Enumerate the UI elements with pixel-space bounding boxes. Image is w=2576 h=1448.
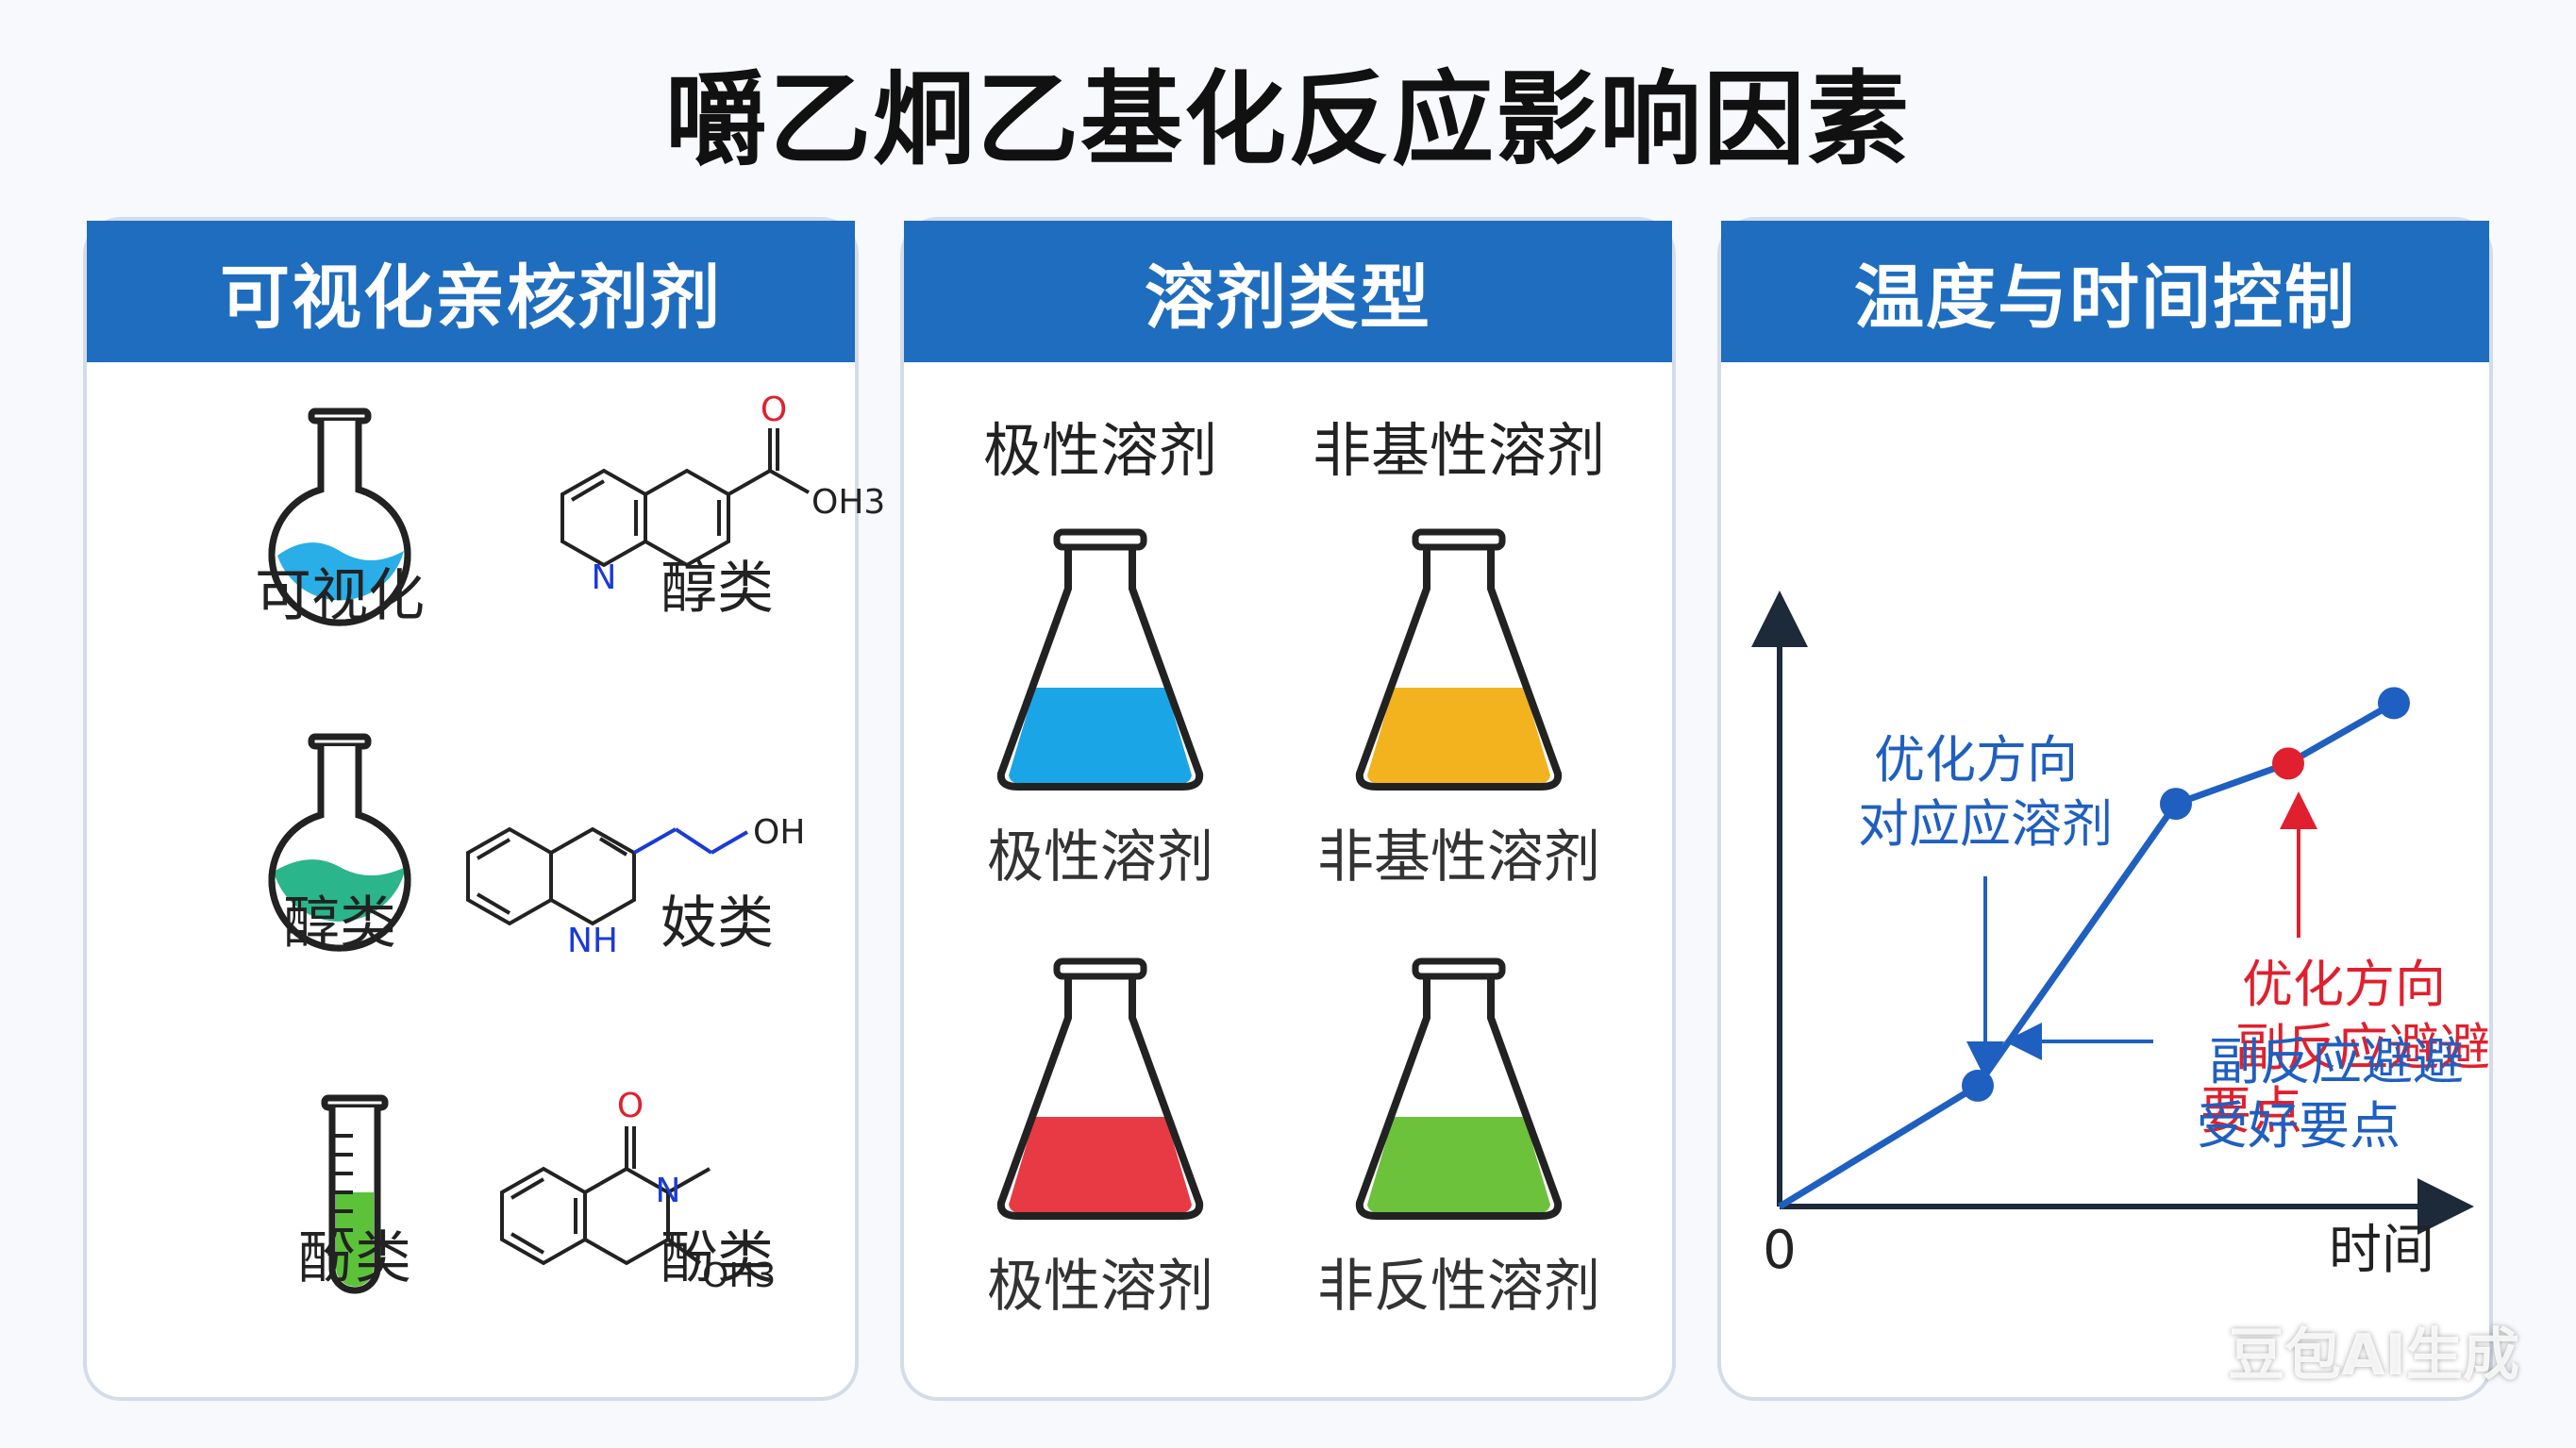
item-label: 妓类 (661, 890, 774, 957)
flask-rim (1053, 957, 1147, 980)
data-point (2160, 788, 2192, 821)
flask-liquid (1009, 1117, 1192, 1214)
atom-oh3: OH3 (702, 1257, 776, 1295)
flask-outline (1355, 974, 1563, 1220)
side-chain (633, 827, 749, 855)
quinoline-acid-structure (560, 428, 810, 568)
item-label: 醇类 (661, 556, 774, 622)
data-point (2378, 687, 2410, 720)
item-label: 醇类 (283, 890, 396, 957)
round-flask-teal-icon (268, 733, 411, 952)
atom-n: N (656, 1172, 681, 1210)
atom-oh: OH (753, 813, 805, 852)
flask-outline (996, 974, 1204, 1220)
annotation-side-reaction-line3: 要点 (2200, 1081, 2302, 1140)
flask-outline (1355, 545, 1563, 791)
flask-rim (1412, 957, 1506, 980)
highlight-point (2272, 747, 2304, 780)
panel-nucleophiles: 可视化亲核剂剂 可视化 N O OH3 醇类 (83, 217, 885, 1401)
panel-header-solvents: 溶剂类型 (904, 221, 1672, 362)
page-title: 嚼乙炯乙基化反应影响因素 (664, 61, 1911, 179)
annotation-side-reaction-line2: 副反应避避 (2235, 1018, 2490, 1077)
conical-flask-icon: 极性溶剂 (987, 957, 1213, 1320)
atom-nh: NH (567, 922, 618, 960)
flask-label: 非基性溶剂 (1317, 824, 1600, 890)
panel-solvents: 溶剂类型 极性溶剂 非基性溶剂 极性溶剂非基性溶剂极性溶剂非反性溶剂 (900, 217, 1676, 1401)
atom-n: N (592, 558, 617, 597)
dihydroquinoline-ethanol-structure (466, 826, 636, 926)
flask-label: 极性溶剂 (987, 824, 1213, 890)
flask-rim (1412, 528, 1506, 551)
atom-o: O (617, 1087, 644, 1125)
annotation-key-points-line2: 受好要点 (2197, 1096, 2400, 1156)
annotation-optimize-solvent-line2: 对应应溶剂 (1858, 794, 2113, 854)
panel-header-temperature-time: 温度与时间控制 (1721, 221, 2489, 362)
flask-outline (996, 545, 1204, 791)
panel-solvents-graphics: 极性溶剂 非基性溶剂 极性溶剂非基性溶剂极性溶剂非反性溶剂 (983, 416, 1605, 1320)
flask-label: 极性溶剂 (987, 1254, 1213, 1320)
flask-liquid (1009, 688, 1192, 785)
conical-flask-icon: 非基性溶剂 (1317, 528, 1600, 890)
item-label: 可视化 (255, 563, 425, 629)
data-point (1962, 1069, 1994, 1102)
panel-temperature-time: 温度与时间控制 0 时间 优化方向 对应应溶剂 优化方向 副反应避避 要点 (1717, 217, 2493, 1401)
conical-flask-icon: 极性溶剂 (987, 528, 1213, 890)
flask-rim (1053, 528, 1147, 551)
watermark: 豆包AI生成 (2228, 1323, 2519, 1389)
test-tube-green-icon (321, 1094, 389, 1294)
flask-label: 非反性溶剂 (1317, 1254, 1600, 1320)
item-label: 酚类 (661, 1225, 774, 1291)
x-axis-label: 时间 (2329, 1220, 2434, 1281)
annotation-side-reaction-line1: 优化方向 (2242, 955, 2446, 1014)
panel-header-nucleophiles: 可视化亲核剂剂 (87, 221, 855, 362)
atom-oh3: OH3 (811, 483, 885, 522)
origin-label: 0 (1763, 1220, 1797, 1281)
round-flask-blue-icon (268, 408, 411, 626)
item-label: 酚类 (298, 1225, 411, 1291)
temperature-time-chart: 0 时间 优化方向 对应应溶剂 优化方向 副反应避避 要点 副反应避避 受好要点 (1751, 591, 2490, 1281)
flask-liquid (1367, 1117, 1550, 1214)
annotation-key-points-line1: 副反应避避 (2209, 1032, 2464, 1091)
panel-nucleophiles-graphics: 可视化 N O OH3 醇类 醇类 (255, 391, 885, 1295)
conical-flask-icon: 非反性溶剂 (1317, 957, 1600, 1320)
flask-liquid (1367, 688, 1550, 785)
annotation-optimize-solvent-line1: 优化方向 (1874, 730, 2078, 790)
column-header-polar: 极性溶剂 (983, 416, 1217, 485)
column-header-nonpolar: 非基性溶剂 (1313, 416, 1605, 485)
atom-o: O (761, 391, 787, 429)
isoquinolinone-structure (500, 1126, 711, 1266)
